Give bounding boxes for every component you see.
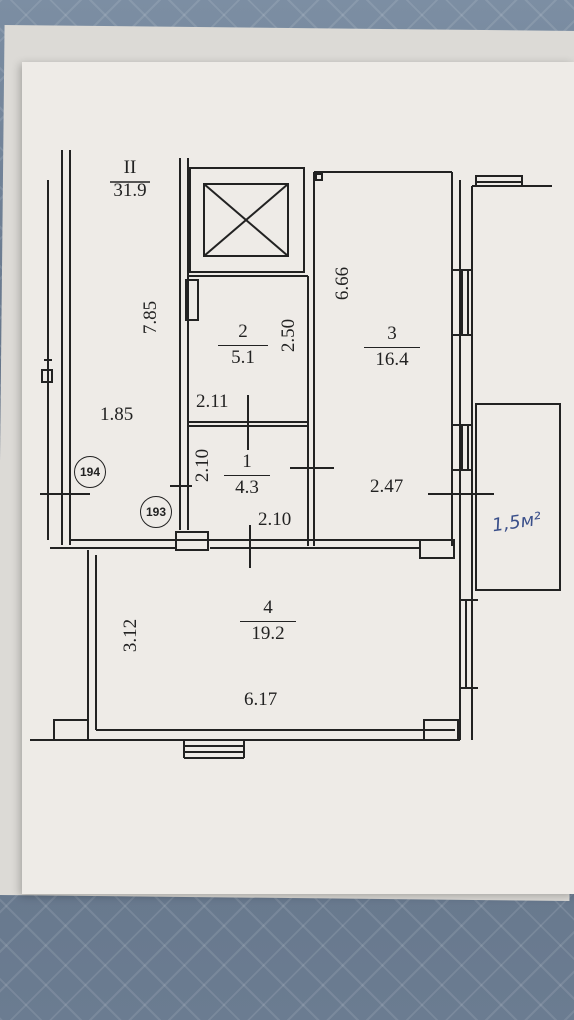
dim-7-85: 7.85	[140, 300, 162, 335]
marker-193: 193	[140, 496, 172, 528]
room-3-area: 16.4	[375, 348, 409, 370]
room-4-area: 19.2	[251, 622, 285, 644]
dim-2-11: 2.11	[196, 391, 229, 412]
dim-2-10-vertical: 2.10	[192, 448, 214, 483]
dim-6-66: 6.66	[332, 266, 354, 301]
dim-2-47: 2.47	[370, 476, 404, 497]
dim-2-50: 2.50	[278, 318, 300, 353]
dim-1-85: 1.85	[100, 404, 134, 425]
total-label-roman: II	[123, 157, 137, 178]
dim-2-10-horizontal: 2.10	[258, 509, 292, 530]
paper-sheet	[22, 62, 574, 894]
room-2-number: 2	[218, 321, 268, 346]
room-4-number: 4	[240, 597, 296, 622]
room-3-number: 3	[364, 323, 420, 348]
room-1-area: 4.3	[235, 476, 259, 498]
room-2-label: 2 5.1	[218, 321, 268, 369]
room-2-area: 5.1	[231, 346, 255, 368]
room-3-label: 3 16.4	[364, 323, 420, 371]
dim-6-17: 6.17	[244, 689, 278, 710]
marker-194: 194	[74, 456, 106, 488]
total-area-value: 31.9	[113, 179, 147, 201]
room-1-label: 1 4.3	[224, 451, 270, 499]
dim-3-12: 3.12	[120, 618, 142, 653]
total-area-label: II 31.9	[104, 157, 156, 202]
room-1-number: 1	[224, 451, 270, 476]
room-4-label: 4 19.2	[240, 597, 296, 645]
